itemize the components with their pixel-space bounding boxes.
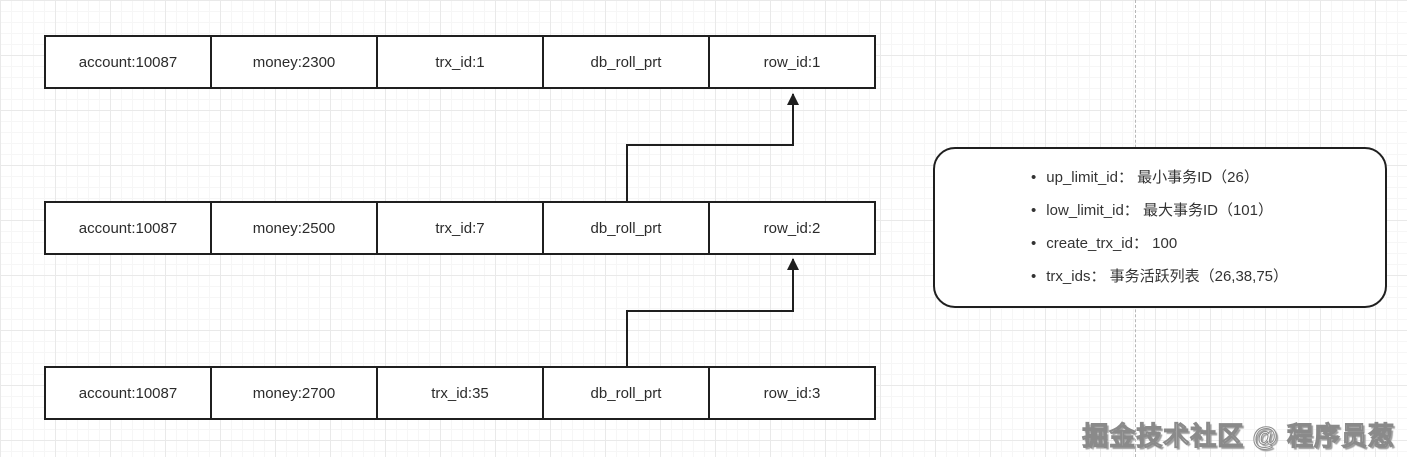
panel-item-text: up_limit_id： 最小事务ID（26） [1046,169,1259,186]
cell-row-id: row_id:1 [708,37,874,87]
bullet-icon: • [1031,268,1037,285]
cell-trx-id: trx_id:7 [376,203,542,253]
cell-db-roll-prt: db_roll_prt [542,368,708,418]
watermark-text: 掘金技术社区 @ 程序员葱 [1082,421,1395,452]
panel-item-create-trx-id: • create_trx_id： 100 [1031,234,1385,254]
cell-money: money:2500 [210,203,376,253]
panel-item-trx-ids: • trx_ids： 事务活跃列表（26,38,75） [1031,267,1385,287]
cell-trx-id: trx_id:1 [376,37,542,87]
undo-pointer-arrow-row2-to-row1 [626,93,799,201]
panel-item-low-limit-id: • low_limit_id： 最大事务ID（101） [1031,201,1385,221]
cell-db-roll-prt: db_roll_prt [542,37,708,87]
panel-item-text: low_limit_id： 最大事务ID（101） [1046,202,1273,219]
cell-account: account:10087 [78,219,178,237]
cell-trx-id: trx_id:35 [376,368,542,418]
bullet-icon: • [1031,169,1037,186]
version-row-1: account:10087 money:2300 trx_id:1 db_rol… [44,35,876,89]
version-row-3: account:10087 money:2700 trx_id:35 db_ro… [44,366,876,420]
bullet-icon: • [1031,235,1037,252]
cell-row-id: row_id:2 [708,203,874,253]
cell-money: money:2300 [210,37,376,87]
cell-money: money:2700 [210,368,376,418]
panel-item-text: trx_ids： 事务活跃列表（26,38,75） [1046,268,1289,285]
cell-account: account:10087 [78,53,178,71]
read-view-panel: • up_limit_id： 最小事务ID（26） • low_limit_id… [933,147,1387,308]
undo-pointer-arrow-row3-to-row2 [626,258,799,366]
bullet-icon: • [1031,202,1037,219]
cell-db-roll-prt: db_roll_prt [542,203,708,253]
panel-item-up-limit-id: • up_limit_id： 最小事务ID（26） [1031,168,1385,188]
cell-account: account:10087 [78,384,178,402]
version-row-2: account:10087 money:2500 trx_id:7 db_rol… [44,201,876,255]
cell-row-id: row_id:3 [708,368,874,418]
panel-item-text: create_trx_id： 100 [1046,235,1178,252]
